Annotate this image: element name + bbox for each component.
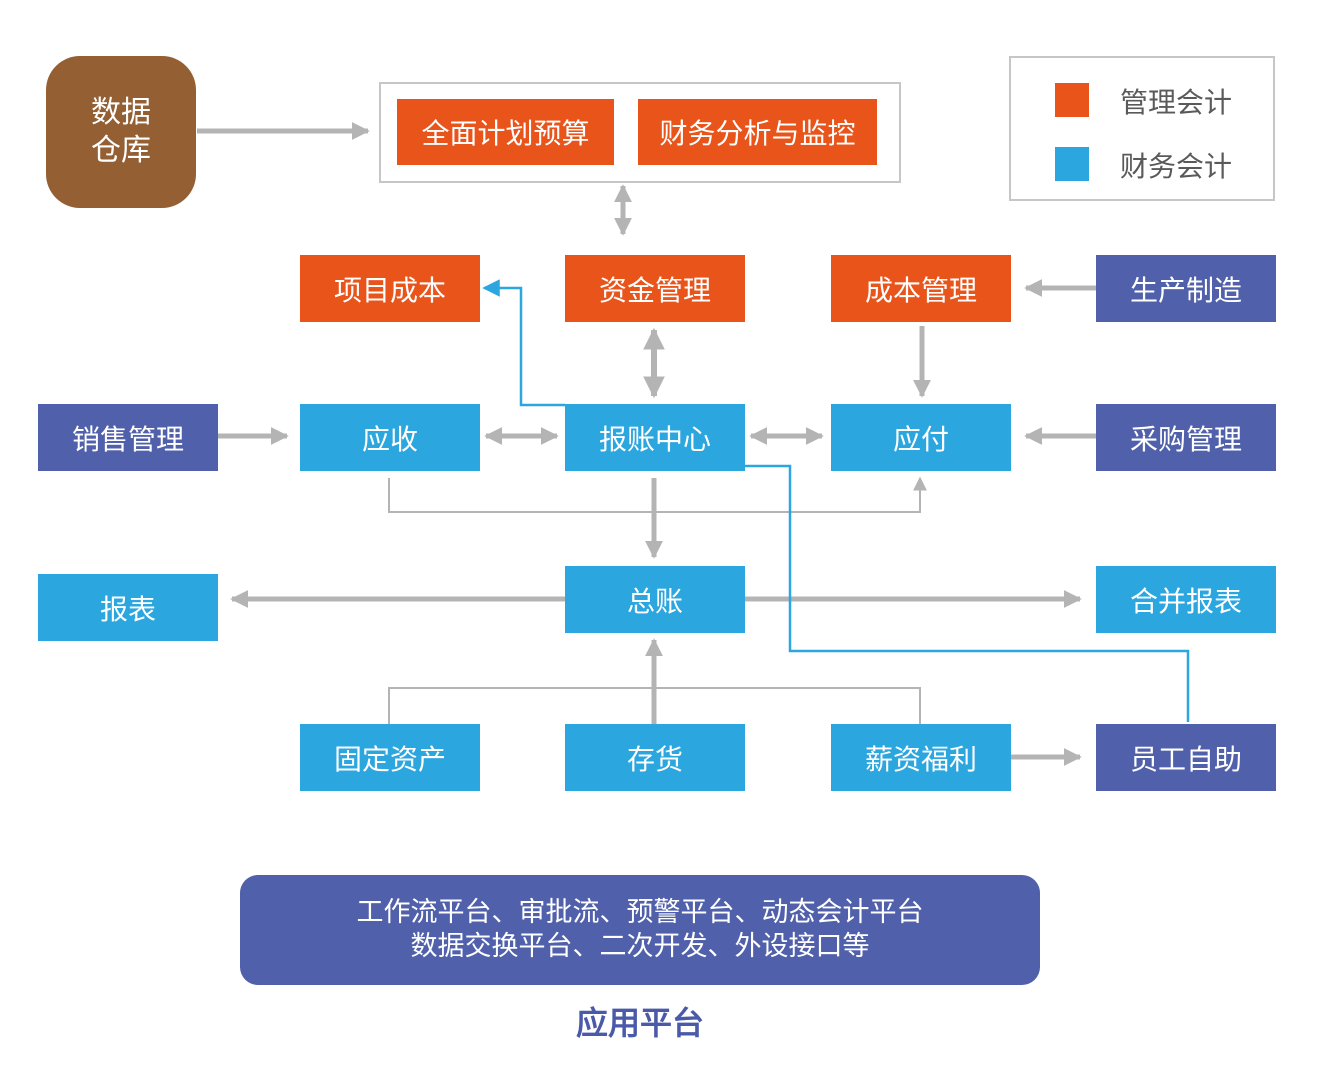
expense-center-node[interactable]: 报账中心 [565,404,745,471]
consolidated-reports-node[interactable]: 合并报表 [1096,566,1276,633]
fixed-assets-node[interactable]: 固定资产 [300,724,480,791]
application-platform-panel: 工作流平台、审批流、预警平台、动态会计平台 数据交换平台、二次开发、外设接口等 [240,875,1040,985]
legend: 管理会计 财务会计 [1009,56,1275,201]
legend-swatch-management [1055,83,1089,117]
line-expense-to-employee [745,464,1190,722]
sales-management-node[interactable]: 销售管理 [38,404,218,471]
legend-label-management: 管理会计 [1120,86,1233,119]
financial-analysis-node[interactable]: 财务分析与监控 [638,99,877,165]
cost-management-node[interactable]: 成本管理 [831,255,1011,322]
project-cost-node[interactable]: 项目成本 [300,255,480,322]
receivable-node[interactable]: 应收 [300,404,480,471]
arrow-expense-to-project-cost [482,279,565,407]
general-ledger-node[interactable]: 总账 [565,566,745,633]
legend-swatch-financial [1055,147,1089,181]
data-warehouse-node[interactable]: 数据 仓库 [46,56,196,208]
fund-management-node[interactable]: 资金管理 [565,255,745,322]
purchase-management-node[interactable]: 采购管理 [1096,404,1276,471]
payroll-node[interactable]: 薪资福利 [831,724,1011,791]
data-warehouse-line2: 仓库 [91,133,151,168]
employee-self-service-node[interactable]: 员工自助 [1096,724,1276,791]
payable-node[interactable]: 应付 [831,404,1011,471]
platform-line1: 工作流平台、审批流、预警平台、动态会计平台 [356,897,924,928]
legend-label-financial: 财务会计 [1120,150,1233,183]
inventory-node[interactable]: 存货 [565,724,745,791]
platform-title: 应用平台 [575,1004,704,1042]
platform-line2: 数据交换平台、二次开发、外设接口等 [410,931,870,962]
data-warehouse-line1: 数据 [91,95,151,130]
reports-node[interactable]: 报表 [38,574,218,641]
budget-node[interactable]: 全面计划预算 [397,99,614,165]
manufacturing-node[interactable]: 生产制造 [1096,255,1276,322]
